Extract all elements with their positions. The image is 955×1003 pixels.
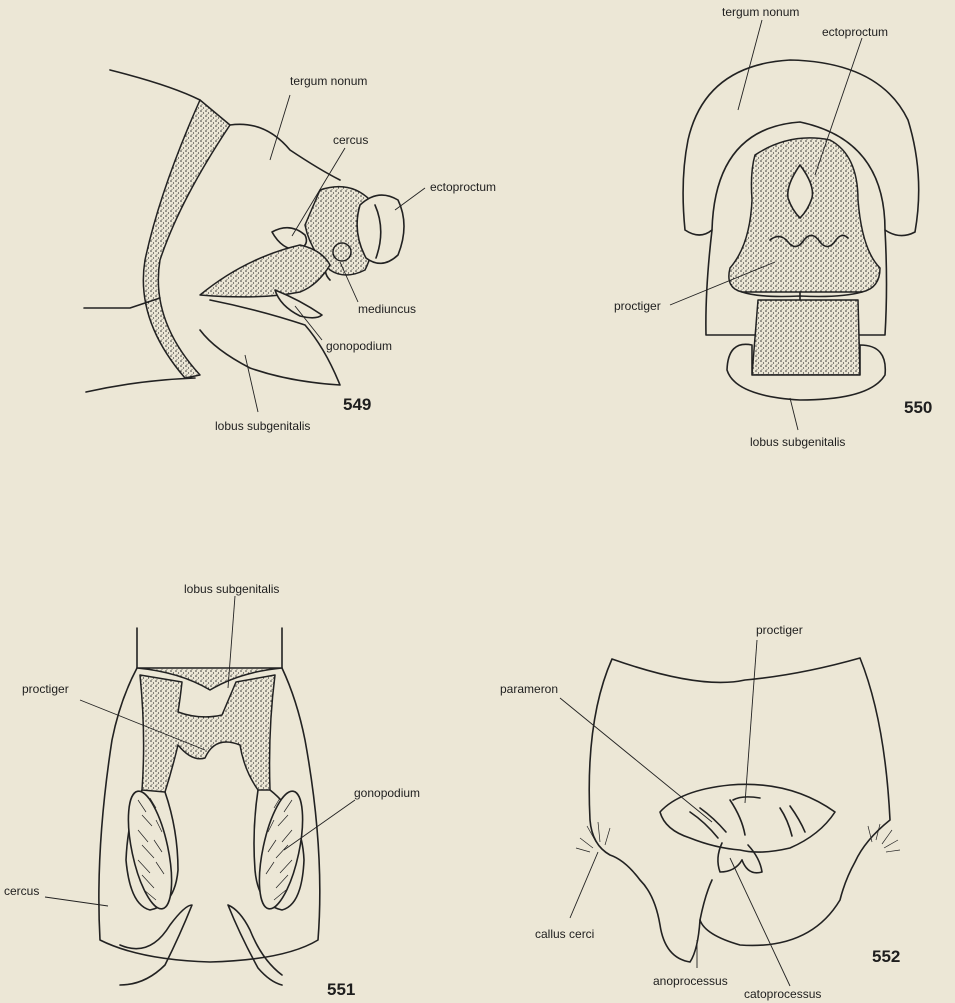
label-proctiger: proctiger [614,299,661,313]
leader-lobus-subgenitalis [245,355,258,412]
leader-parameron [560,698,712,822]
label-catoprocessus: catoprocessus [744,987,821,1001]
figure-number-552: 552 [872,947,900,966]
figure-552: proctiger parameron callus cerci anoproc… [500,623,900,1001]
figure-number-550: 550 [904,398,932,417]
figure-number-549: 549 [343,395,371,414]
fig550-drawing [683,60,919,400]
label-mediuncus: mediuncus [358,302,416,316]
leader-callus-cerci [570,852,598,918]
fig552-drawing [576,658,900,962]
label-proctiger: proctiger [22,682,69,696]
label-lobus-subgenitalis: lobus subgenitalis [750,435,845,449]
label-callus-cerci: callus cerci [535,927,594,941]
label-ectoproctum: ectoproctum [822,25,888,39]
label-gonopodium: gonopodium [326,339,392,353]
label-ectoproctum: ectoproctum [430,180,496,194]
label-parameron: parameron [500,682,558,696]
label-tergum-nonum: tergum nonum [290,74,367,88]
label-lobus-subgenitalis: lobus subgenitalis [184,582,279,596]
leader-catoprocessus [730,858,790,986]
leader-proctiger [745,640,757,803]
figure-550: tergum nonum ectoproctum proctiger lobus… [614,5,932,449]
figure-number-551: 551 [327,980,355,999]
leader-ectoproctum [395,188,425,210]
label-gonopodium: gonopodium [354,786,420,800]
fig551-drawing [99,628,320,985]
label-anoprocessus: anoprocessus [653,974,728,988]
label-tergum-nonum: tergum nonum [722,5,799,19]
figure-551: lobus subgenitalis proctiger gonopodium … [4,582,420,999]
figure-549: tergum nonum cercus ectoproctum mediuncu… [84,70,496,433]
leader-lobus-subgenitalis [790,398,798,430]
label-cercus: cercus [4,884,39,898]
leader-tergum-nonum [270,95,290,160]
label-cercus: cercus [333,133,368,147]
label-proctiger: proctiger [756,623,803,637]
label-lobus-subgenitalis: lobus subgenitalis [215,419,310,433]
